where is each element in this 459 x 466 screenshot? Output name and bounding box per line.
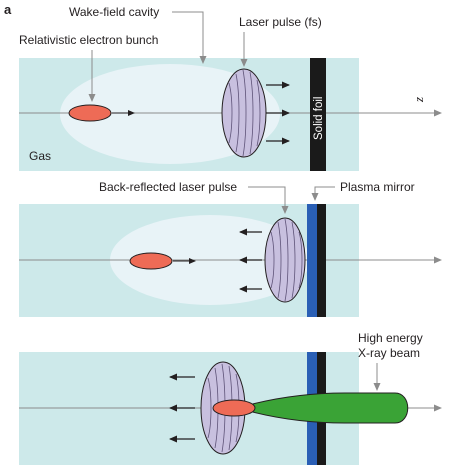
electron-bunch-label: Relativistic electron bunch: [19, 33, 158, 47]
laser-pulse-oscillation: [228, 69, 261, 157]
plasma-mirror-leader: [311, 186, 335, 201]
laser-pulse: [221, 68, 267, 158]
electron-bunch-2: [129, 252, 173, 270]
panel-2-plasma-mirror: Back-reflected laser pulse Plasma mirror: [19, 180, 442, 317]
solid-foil: [310, 58, 326, 171]
panel-label: a: [4, 2, 12, 17]
gas-label: Gas: [29, 149, 51, 163]
panel-1-wakefield: Solid foil Wake-field cavity Laser pulse…: [19, 5, 442, 171]
electron-bunch-3: [212, 399, 256, 417]
back-reflected-leader: [248, 186, 289, 214]
solid-foil-2: [316, 204, 326, 317]
panel-3-xray-beam: High energy X-ray beam: [19, 331, 442, 465]
xray-label-line2: X-ray beam: [358, 346, 420, 360]
wake-field-cavity-label: Wake-field cavity: [69, 5, 159, 19]
plasma-mirror-label: Plasma mirror: [340, 180, 415, 194]
back-reflected-pulse: [264, 217, 306, 303]
xray-beam: [236, 392, 409, 424]
xray-label-line1: High energy: [358, 331, 423, 345]
solid-foil-label: Solid foil: [313, 97, 325, 140]
laser-pulse-label: Laser pulse (fs): [239, 15, 322, 29]
electron-bunch: [68, 104, 112, 122]
wake-field-leader: [172, 11, 207, 64]
back-reflected-oscillation: [270, 218, 303, 302]
back-reflected-label: Back-reflected laser pulse: [99, 180, 237, 194]
axis-label: z: [411, 97, 426, 103]
plasma-mirror: [307, 204, 317, 317]
